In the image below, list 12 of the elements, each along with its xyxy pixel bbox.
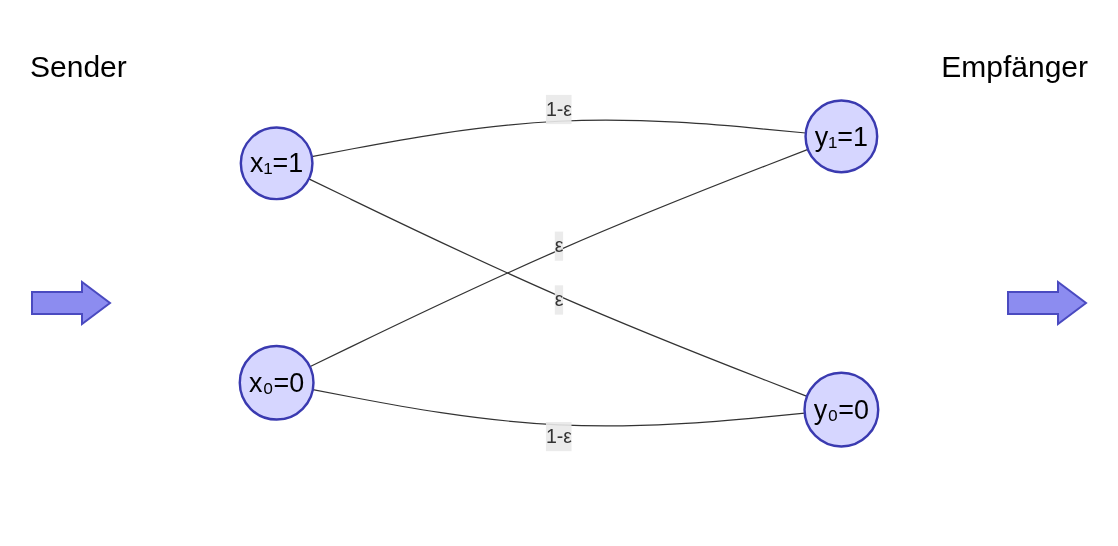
node-circle: x₁=1 [239,126,314,201]
column-heading: Sender [30,50,128,84]
connector [308,178,808,397]
node-circle: x₀=0 [238,344,315,421]
connector [309,148,809,368]
node-circle: y₀=0 [803,371,880,448]
edge-label: ε [554,235,564,256]
node-circle: y₁=1 [804,99,879,174]
edge-label: 1-ε [545,425,573,447]
edge-label: ε [554,288,564,310]
edge-label: 1-ε [545,98,573,120]
column-heading: Empfänger [941,50,1088,84]
